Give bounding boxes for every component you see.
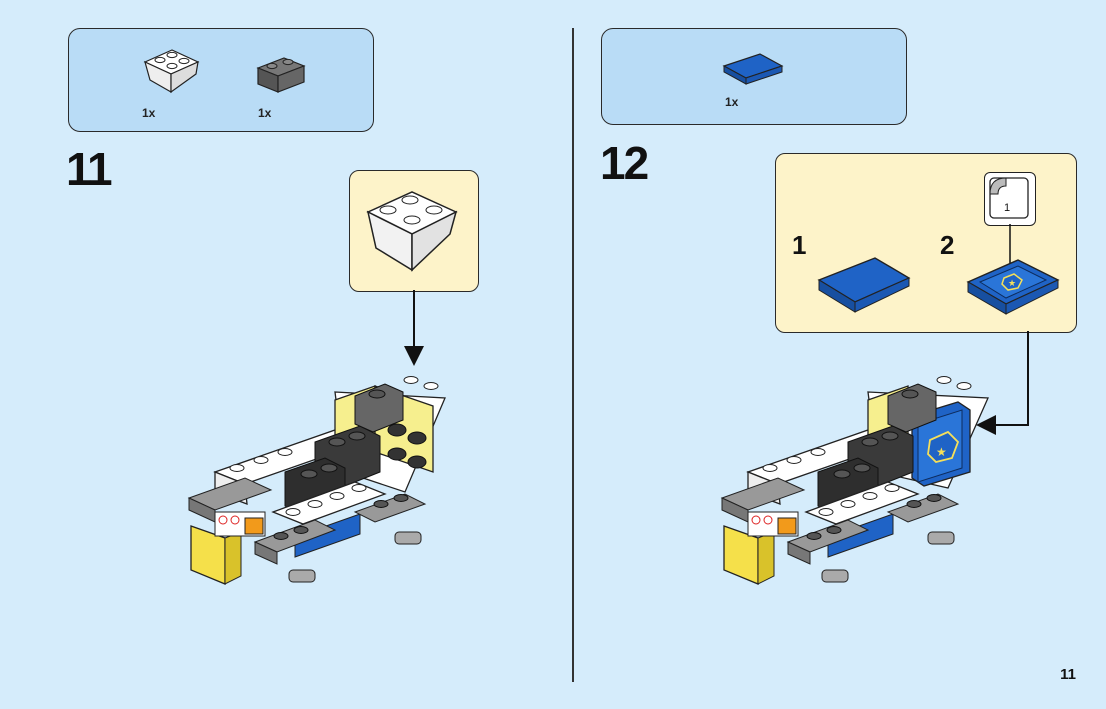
- down-arrow-icon: [404, 290, 424, 366]
- vehicle-model-step-11: [187, 376, 446, 585]
- substep-number: 2: [940, 230, 955, 260]
- step-divider: [572, 28, 574, 682]
- part-qty: 1x: [142, 106, 156, 120]
- step-11-parts-box: [68, 28, 374, 132]
- blue-tile-with-sticker-icon: ★: [966, 259, 1060, 315]
- white-slope-brick-callout-icon: [366, 191, 458, 272]
- step-number: 12: [600, 137, 649, 189]
- part-qty: 1x: [258, 106, 272, 120]
- step-number: 11: [66, 143, 113, 195]
- sticker-connector-line: [1009, 224, 1011, 264]
- page-number: 11: [1060, 666, 1076, 683]
- vehicle-model-step-12: ★: [720, 376, 989, 585]
- svg-text:★: ★: [936, 445, 947, 459]
- part-qty: 1x: [725, 95, 739, 109]
- sticker-sheet-icon: [989, 177, 1029, 219]
- blue-tile-icon: [722, 53, 784, 85]
- blue-tile-substep-1-icon: [817, 257, 911, 313]
- substep-number: 1: [792, 230, 807, 260]
- svg-text:★: ★: [1008, 279, 1016, 289]
- white-slope-brick-icon: [143, 49, 200, 94]
- left-pointing-arrow-icon: [976, 331, 1029, 435]
- sticker-number: 1: [1004, 202, 1011, 214]
- dark-gray-brick-icon: [256, 57, 306, 93]
